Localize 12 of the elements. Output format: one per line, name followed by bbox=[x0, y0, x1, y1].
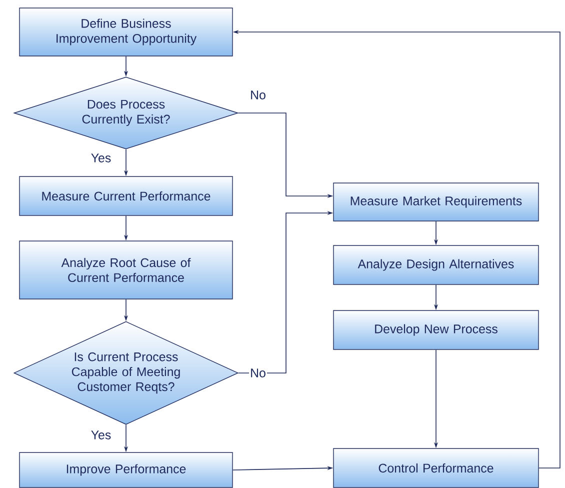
edge-label: Yes bbox=[90, 430, 112, 440]
process-box: Improve Performance bbox=[19, 452, 233, 488]
process-box: Analyze Root Cause of Current Performance bbox=[19, 240, 233, 300]
process-box: Develop New Process bbox=[333, 310, 539, 350]
edge-label: No bbox=[249, 90, 267, 100]
process-box: Measure Current Performance bbox=[19, 176, 233, 216]
edge-label: Yes bbox=[90, 152, 112, 164]
process-box: Analyze Design Alternatives bbox=[333, 245, 539, 285]
process-box: Measure Market Requirements bbox=[333, 182, 539, 222]
process-box: Control Performance bbox=[333, 448, 539, 488]
edge-label: No bbox=[249, 368, 267, 378]
process-box: Define Business Improvement Opportunity bbox=[19, 8, 233, 56]
